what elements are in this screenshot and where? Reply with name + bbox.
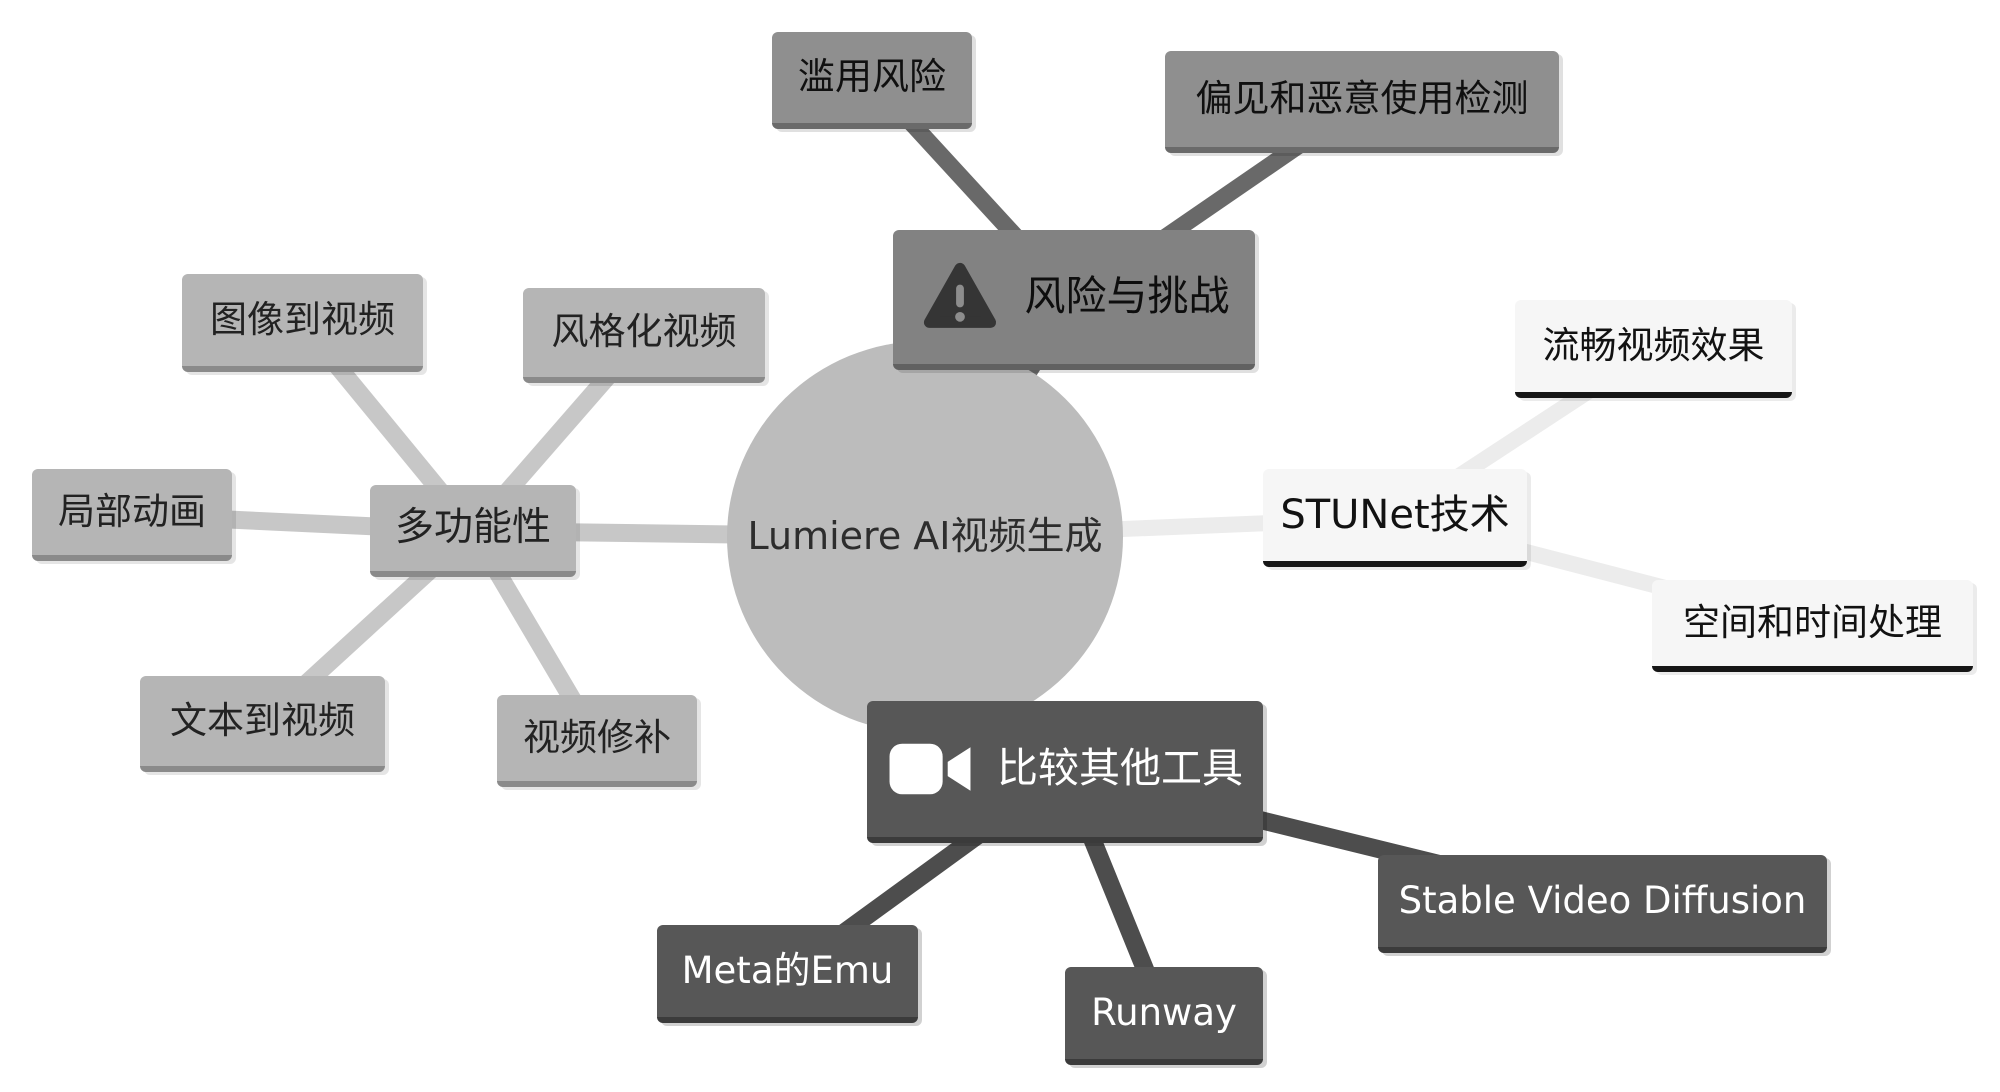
node-meta-emu[interactable]: Meta的Emu — [657, 925, 918, 1023]
node-stunet-main[interactable]: STUNet技术 — [1263, 469, 1527, 567]
node-runway[interactable]: Runway — [1065, 967, 1263, 1065]
node-smooth-video[interactable]: 流畅视频效果 — [1515, 300, 1792, 398]
center-node[interactable]: Lumiere AI视频生成 — [727, 341, 1123, 733]
node-smooth-video-label: 流畅视频效果 — [1542, 323, 1765, 367]
node-risks-main[interactable]: 风险与挑战 — [893, 230, 1255, 370]
node-text-to-video[interactable]: 文本到视频 — [140, 676, 385, 772]
node-stylized-video-label: 风格化视频 — [551, 310, 737, 354]
node-versatility-main-label: 多功能性 — [394, 504, 551, 550]
node-image-to-video[interactable]: 图像到视频 — [182, 274, 423, 372]
node-local-animation-label: 局部动画 — [58, 489, 206, 533]
node-image-to-video-label: 图像到视频 — [210, 297, 395, 341]
node-bias-detection[interactable]: 偏见和恶意使用检测 — [1165, 51, 1559, 153]
node-risks-main-label: 风险与挑战 — [1024, 272, 1230, 321]
video-camera-icon — [887, 738, 973, 800]
node-space-time-label: 空间和时间处理 — [1683, 600, 1942, 644]
node-compare-main-label: 比较其他工具 — [997, 744, 1243, 793]
node-abuse-risk-label: 滥用风险 — [798, 55, 946, 99]
node-space-time[interactable]: 空间和时间处理 — [1652, 580, 1973, 672]
node-stylized-video[interactable]: 风格化视频 — [523, 288, 765, 383]
node-stable-video-diffusion-label: Stable Video Diffusion — [1398, 878, 1807, 922]
warning-icon — [919, 258, 1001, 336]
node-runway-label: Runway — [1091, 990, 1237, 1034]
node-versatility-main[interactable]: 多功能性 — [370, 485, 576, 577]
node-abuse-risk[interactable]: 滥用风险 — [772, 32, 972, 129]
center-node-label: Lumiere AI视频生成 — [747, 514, 1103, 559]
node-video-inpainting-label: 视频修补 — [523, 715, 671, 759]
node-meta-emu-label: Meta的Emu — [681, 948, 894, 992]
node-stunet-main-label: STUNet技术 — [1280, 492, 1510, 538]
node-stable-video-diffusion[interactable]: Stable Video Diffusion — [1378, 855, 1827, 953]
node-text-to-video-label: 文本到视频 — [170, 698, 355, 742]
node-compare-main[interactable]: 比较其他工具 — [867, 701, 1263, 843]
node-video-inpainting[interactable]: 视频修补 — [497, 695, 697, 787]
node-local-animation[interactable]: 局部动画 — [32, 469, 232, 561]
node-bias-detection-label: 偏见和恶意使用检测 — [1195, 76, 1529, 120]
